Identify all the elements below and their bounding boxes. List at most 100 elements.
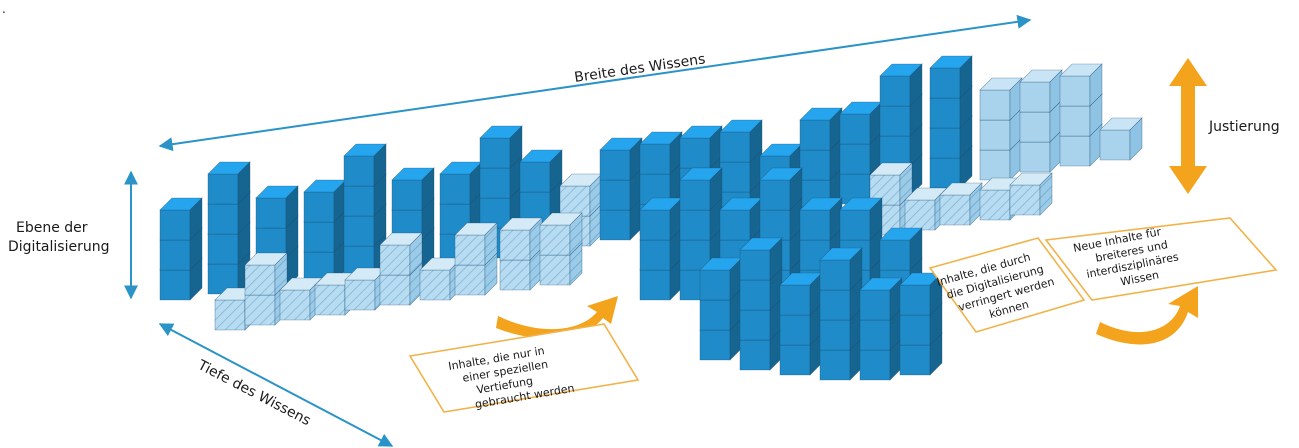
cube-front bbox=[500, 230, 530, 260]
cube bbox=[455, 223, 497, 265]
cube bbox=[860, 278, 902, 320]
note-neu: Neue Inhalte für breiteres und interdisz… bbox=[1046, 218, 1276, 300]
cube bbox=[820, 248, 862, 290]
cube-front bbox=[860, 290, 890, 320]
cube-front bbox=[680, 210, 710, 240]
cube bbox=[540, 213, 582, 255]
cube-front bbox=[880, 76, 910, 106]
cube-front bbox=[480, 138, 510, 168]
cube bbox=[880, 228, 922, 270]
cube-front bbox=[540, 225, 570, 255]
cube bbox=[800, 108, 842, 150]
cube-front bbox=[840, 210, 870, 240]
tiefe-label: Tiefe des Wissens bbox=[194, 357, 313, 429]
cube-front bbox=[160, 210, 190, 240]
cube bbox=[344, 144, 386, 186]
cube-front bbox=[740, 340, 770, 370]
cube-front bbox=[1020, 142, 1050, 172]
cube bbox=[680, 168, 722, 210]
cube-front bbox=[280, 290, 310, 320]
cube bbox=[392, 168, 434, 210]
cube bbox=[840, 102, 882, 144]
cube-front bbox=[1020, 112, 1050, 142]
cube-front bbox=[560, 186, 590, 216]
justierung-arrow bbox=[1169, 58, 1207, 194]
cube bbox=[560, 174, 602, 216]
cube-front bbox=[840, 114, 870, 144]
cube bbox=[304, 180, 346, 222]
cube-front bbox=[980, 120, 1010, 150]
cube bbox=[720, 120, 762, 162]
cube bbox=[208, 162, 250, 204]
cube bbox=[720, 198, 762, 240]
cube-front bbox=[760, 180, 790, 210]
cube bbox=[1060, 64, 1102, 106]
cube-front bbox=[640, 144, 670, 174]
cube-front bbox=[880, 240, 910, 270]
cube bbox=[640, 198, 682, 240]
cube bbox=[1020, 70, 1062, 112]
cube-front bbox=[1100, 130, 1130, 160]
cube-front bbox=[780, 315, 810, 345]
cube-front bbox=[780, 285, 810, 315]
cube-front bbox=[930, 68, 960, 98]
cube bbox=[940, 183, 982, 225]
cube-front bbox=[420, 270, 450, 300]
cube-front bbox=[480, 168, 510, 198]
cube bbox=[780, 273, 822, 315]
cube bbox=[600, 138, 642, 180]
cube bbox=[256, 186, 298, 228]
tiefe-arrow bbox=[160, 324, 392, 446]
cube-front bbox=[680, 180, 710, 210]
cube-front bbox=[640, 210, 670, 240]
cube-front bbox=[1060, 76, 1090, 106]
cube-front bbox=[900, 285, 930, 315]
note-spezial: Inhalte, die nur in einer speziellen Ver… bbox=[410, 324, 638, 414]
ebene-label-line2: Digitalisierung bbox=[8, 239, 109, 255]
cube-front bbox=[245, 295, 275, 325]
cube-front bbox=[740, 310, 770, 340]
cube-front bbox=[640, 240, 670, 270]
cube-front bbox=[820, 350, 850, 380]
cube-front bbox=[820, 320, 850, 350]
cube bbox=[440, 162, 482, 204]
cube-front bbox=[800, 210, 830, 240]
cube-front bbox=[600, 150, 630, 180]
cube-front bbox=[600, 210, 630, 240]
cube bbox=[480, 126, 522, 168]
cube-front bbox=[160, 270, 190, 300]
cube-front bbox=[256, 198, 286, 228]
cube bbox=[245, 253, 287, 295]
cube bbox=[640, 132, 682, 174]
cube-front bbox=[860, 350, 890, 380]
cube-front bbox=[215, 300, 245, 330]
cube bbox=[840, 198, 882, 240]
cube-front bbox=[1010, 185, 1040, 215]
cube-front bbox=[208, 204, 238, 234]
cube-front bbox=[1060, 106, 1090, 136]
cube-front bbox=[860, 320, 890, 350]
cube-front bbox=[304, 222, 334, 252]
cube-front bbox=[930, 98, 960, 128]
cube-front bbox=[905, 200, 935, 230]
cube-front bbox=[455, 265, 485, 295]
cube-front bbox=[760, 210, 790, 240]
cube-front bbox=[900, 345, 930, 375]
cube bbox=[680, 126, 722, 168]
cube-front bbox=[345, 280, 375, 310]
cube-front bbox=[344, 156, 374, 186]
cube-front bbox=[520, 162, 550, 192]
cube-front bbox=[500, 260, 530, 290]
cube-front bbox=[640, 270, 670, 300]
justierung-indicator: Justierung bbox=[1169, 58, 1280, 194]
cube-front bbox=[820, 290, 850, 320]
cube-front bbox=[820, 260, 850, 290]
cube-front bbox=[900, 315, 930, 345]
cube-front bbox=[1060, 136, 1090, 166]
cube-front bbox=[520, 192, 550, 222]
cube bbox=[740, 238, 782, 280]
cube-front bbox=[344, 186, 374, 216]
cube-front bbox=[1020, 82, 1050, 112]
cube-front bbox=[880, 106, 910, 136]
